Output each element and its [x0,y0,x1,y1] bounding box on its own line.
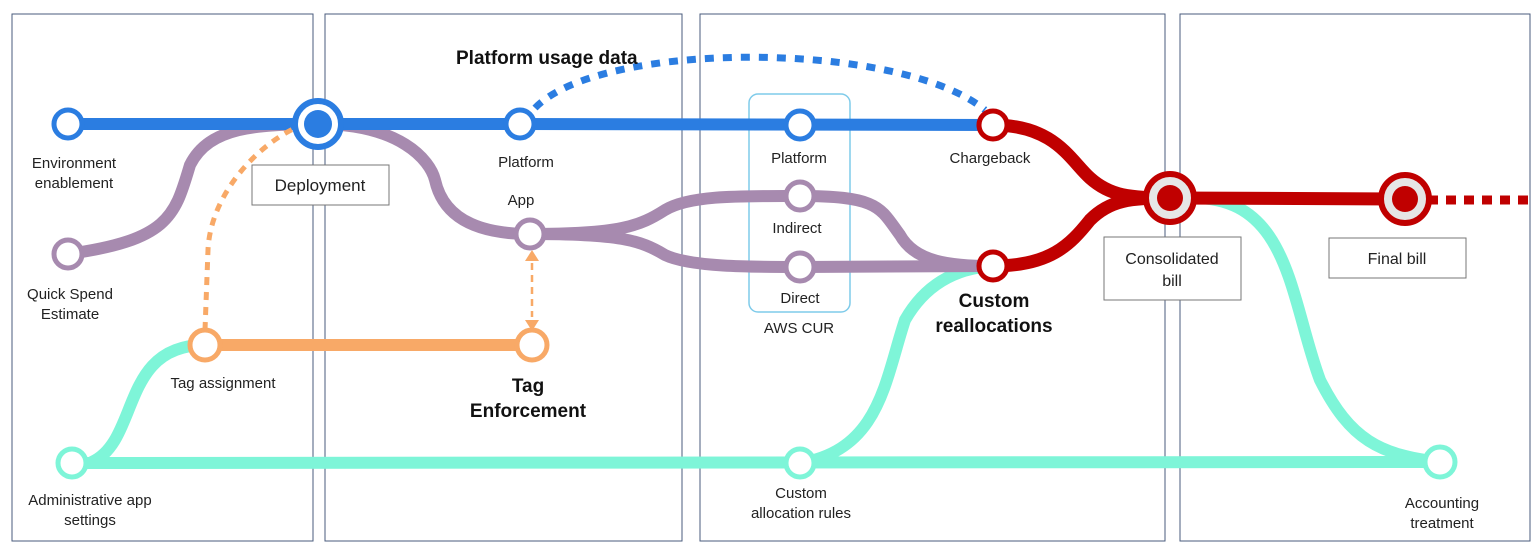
node-final-inner [1392,186,1418,212]
node-custom-reallocations [976,249,1010,283]
label-environment-l1: Environment [32,155,117,172]
red-line [986,118,1530,273]
mint-custom-branch [794,260,999,469]
nodes [51,98,1458,480]
purple-direct-branch [524,228,999,274]
red-final-line [1163,191,1412,206]
mint-main-line [66,456,1446,469]
label-aws-cur: AWS CUR [764,320,834,337]
blue-line [62,53,999,131]
label-accounting-l2: treatment [1410,515,1474,532]
label-chargeback: Chargeback [950,150,1031,167]
node-consolidated-inner [1157,185,1183,211]
node-cur-platform [783,108,817,142]
platform-usage-dotted-arc [532,53,988,113]
deployment-box [251,164,390,206]
label-admin-l2: settings [64,512,116,529]
mint-line [66,191,1446,469]
node-environment-enablement [51,107,85,141]
label-consolidated-l1: Consolidated [1125,251,1218,268]
final-bill-box [1328,237,1467,279]
orange-arrow-up [525,250,539,261]
blue-main-line [62,118,999,131]
orange-line [199,125,539,351]
stage-panel-1 [11,13,314,542]
node-chargeback [976,108,1010,142]
node-custom-allocation [783,446,817,480]
label-deployment: Deployment [275,176,366,195]
label-final-bill: Final bill [1368,251,1427,268]
node-tag-assignment [187,327,223,363]
purple-app-branch [312,118,536,240]
label-consolidated-l2: bill [1162,273,1182,290]
node-quick-spend [51,237,85,271]
label-quick-spend-l2: Estimate [41,306,99,323]
label-custom-alloc-l2: allocation rules [751,505,851,522]
mint-tag-branch [86,339,211,468]
label-tag-assignment: Tag assignment [170,375,276,392]
custom-reallocations-title-l1: Custom [959,291,1030,312]
node-app [513,217,547,251]
node-platform [503,107,537,141]
label-cur-platform: Platform [771,150,827,167]
node-deployment-inner [304,110,332,138]
tag-enforcement-title-l1: Tag [512,376,544,397]
orange-dotted-to-deployment [202,125,297,331]
label-custom-alloc-l1: Custom [775,485,827,502]
label-quick-spend-l1: Quick Spend [27,286,113,303]
mint-accounting-branch [1184,191,1446,468]
label-accounting-l1: Accounting [1405,495,1479,512]
label-cur-direct: Direct [780,290,820,307]
node-cur-direct [783,250,817,284]
stage-panel-2 [324,13,683,542]
node-admin-settings [55,446,89,480]
orange-arrow-down [525,320,539,331]
consolidated-bill-box [1103,236,1242,301]
node-cur-indirect [783,179,817,213]
red-custom-branch [986,191,1177,273]
label-admin-l1: Administrative app [28,492,151,509]
label-platform: Platform [498,154,554,171]
platform-usage-data-title: Platform usage data [456,48,638,69]
label-app: App [508,192,535,209]
custom-reallocations-title-l2: reallocations [935,316,1052,337]
tag-enforcement-title-l2: Enforcement [470,401,587,422]
label-environment-l2: enablement [35,175,114,192]
node-accounting-treatment [1422,444,1458,480]
node-tag-enforcement [514,327,550,363]
label-cur-indirect: Indirect [772,220,822,237]
